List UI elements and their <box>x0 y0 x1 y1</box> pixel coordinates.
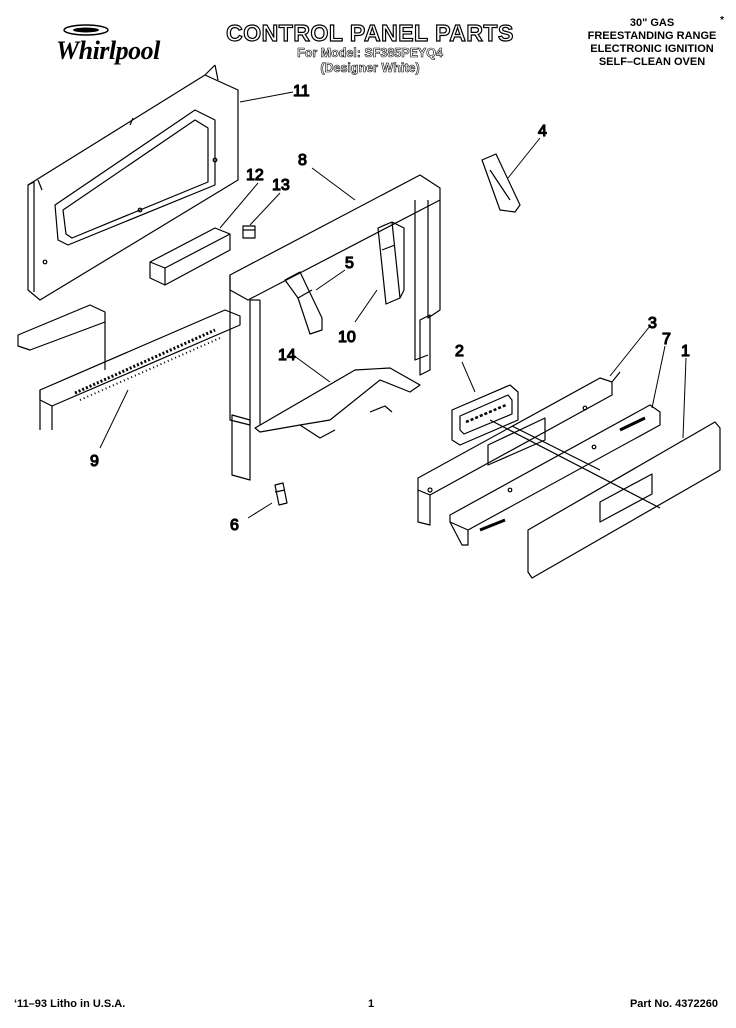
callout-1: 1 <box>681 343 690 360</box>
callout-8: 8 <box>298 152 307 169</box>
part-13-clip <box>242 225 256 239</box>
spec-line: SELF–CLEAN OVEN <box>598 56 706 68</box>
footer-litho: ‘11–93 Litho in U.S.A. <box>14 998 126 1010</box>
part-5-bracket <box>284 271 323 335</box>
callout-7: 7 <box>662 331 671 348</box>
whirlpool-logo: Whirlpool <box>36 20 176 70</box>
model-subtitle: For Model: SF385PEYQ4 (Designer White) <box>230 46 510 76</box>
callout-13: 13 <box>272 177 290 194</box>
model-line: For Model: SF385PEYQ4 <box>297 46 443 61</box>
part-3-front-bracket <box>417 371 621 526</box>
spec-line: FREESTANDING RANGE <box>587 30 717 42</box>
spec-star: * <box>720 15 724 26</box>
appliance-spec: * 30" GAS FREESTANDING RANGE ELECTRONIC … <box>572 15 732 69</box>
part-4-end-bracket <box>481 153 521 213</box>
callout-3: 3 <box>648 315 657 332</box>
spec-line: 30" GAS <box>629 17 675 29</box>
leader-lines <box>99 91 687 519</box>
callout-12: 12 <box>246 167 264 184</box>
callout-2: 2 <box>455 343 464 360</box>
callout-6: 6 <box>230 517 239 534</box>
callout-14: 14 <box>278 347 296 364</box>
part-9-vent-rail <box>17 304 241 430</box>
alignment-lines <box>489 419 661 509</box>
part-2-electronic-control <box>451 384 519 446</box>
spec-line: ELECTRONIC IGNITION <box>590 43 714 55</box>
footer-part-number: Part No. 4372260 <box>629 998 718 1010</box>
callout-11: 11 <box>293 83 310 100</box>
logo-emblem <box>63 24 109 36</box>
part-7-trim-channel <box>449 404 661 546</box>
page-title: CONTROL PANEL PARTS <box>226 19 514 46</box>
callout-9: 9 <box>90 453 99 470</box>
footer-page-number: 1 <box>368 998 375 1010</box>
part-12-bracket <box>149 227 231 286</box>
callout-4: 4 <box>538 123 547 140</box>
part-10-support <box>377 221 405 305</box>
part-8-control-frame <box>229 174 441 481</box>
part-14-bottom-plate <box>254 367 421 439</box>
part-6-clip <box>274 482 288 506</box>
part-1-front-glass <box>527 421 721 579</box>
callout-10: 10 <box>338 329 356 346</box>
color-line: (Designer White) <box>320 61 420 76</box>
callout-5: 5 <box>345 255 354 272</box>
part-11-rear-panel <box>27 64 239 301</box>
brand-name: Whirlpool <box>56 36 160 65</box>
